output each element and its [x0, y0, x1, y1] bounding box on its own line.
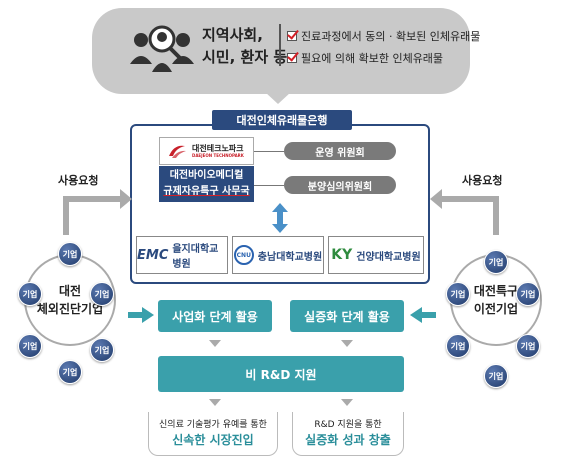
down-arrow-icon	[265, 92, 291, 104]
right-input-arrow-icon	[410, 307, 436, 323]
connector-line	[254, 151, 284, 152]
regulation-office-box: 대전바이오메디컬 규제자유특구 사무국	[159, 166, 254, 202]
down-arrow-icon	[209, 340, 221, 347]
technopark-logo-box: 대전테크노파크 DAEJEON TECHNOPARK	[159, 137, 254, 165]
result-demonstration-outcome: R&D 지원을 통한 실증화 성과 창출	[292, 412, 404, 456]
technopark-en: DAEJEON TECHNOPARK	[192, 153, 244, 158]
technopark-logo-icon	[169, 145, 186, 158]
company-node: 기업	[516, 334, 540, 358]
result-main: 신속한 시장진입	[172, 433, 254, 447]
double-arrow-icon	[272, 203, 288, 233]
office-line1: 대전바이오메디컬	[169, 170, 244, 181]
community-label-line2: 시민, 환자 등	[202, 48, 288, 66]
community-banner	[92, 8, 470, 94]
right-request-arrow-icon	[430, 189, 499, 235]
left-input-arrow-icon	[128, 307, 154, 323]
company-node: 기업	[446, 334, 470, 358]
technopark-name: 대전테크노파크	[192, 144, 244, 153]
eulji-logo-icon: EMC	[137, 247, 169, 263]
commercialization-stage: 사업화 단계 활용	[158, 300, 272, 332]
hospital-name: 건양대학교병원	[356, 251, 421, 263]
down-arrow-icon	[209, 399, 221, 406]
left-group-line2: 체외진단기업	[36, 302, 104, 316]
right-group-line1: 대전특구	[473, 284, 519, 298]
result-sub: 신의료 기술평가 유예를 통한	[159, 420, 267, 430]
demonstration-stage: 실증화 단계 활용	[290, 300, 404, 332]
company-node: 기업	[446, 282, 470, 306]
konyang-logo-icon: KY	[331, 247, 353, 263]
right-group-line2: 이전기업	[473, 302, 519, 316]
right-group-label: 대전특구 이전기업	[442, 246, 550, 354]
hospital-konyang: KY 건양대학교병원	[328, 236, 424, 274]
community-label-line1: 지역사회,	[202, 26, 263, 44]
biobank-title: 대전인체유래물은행	[212, 110, 352, 130]
left-request-arrow-icon	[63, 189, 132, 235]
company-node: 기업	[90, 282, 114, 306]
office-line2: 규제자유특구 사무국	[163, 186, 250, 197]
hospital-cnu: CNU 충남대학교병원	[232, 236, 324, 274]
company-node: 기업	[90, 338, 114, 362]
community-item: 필요에 의해 확보한 인체유래물	[287, 50, 443, 66]
company-node: 기업	[58, 242, 82, 266]
down-arrow-icon	[341, 340, 353, 347]
operating-committee: 운영 위원회	[284, 142, 396, 160]
community-item-text: 진료과정에서 동의 · 확보된 인체유래물	[301, 30, 481, 43]
company-node: 기업	[18, 334, 42, 358]
distribution-committee: 분양심의위원회	[284, 176, 396, 194]
checkbox-icon	[287, 31, 297, 41]
result-sub: R&D 지원을 통한	[314, 420, 382, 430]
right-request-label: 사용요청	[462, 174, 503, 187]
company-node: 기업	[58, 360, 82, 384]
down-arrow-icon	[341, 399, 353, 406]
result-main: 실증화 성과 창출	[305, 433, 391, 447]
company-node: 기업	[484, 250, 508, 274]
community-item-text: 필요에 의해 확보한 인체유래물	[301, 52, 444, 65]
community-item: 진료과정에서 동의 · 확보된 인체유래물	[287, 28, 480, 44]
left-request-label: 사용요청	[58, 174, 99, 187]
divider	[279, 24, 281, 66]
company-node: 기업	[18, 282, 42, 306]
cnu-logo-icon: CNU	[233, 245, 254, 265]
community-label: 지역사회, 시민, 환자 등	[202, 24, 292, 68]
left-group-label: 대전 체외진단기업	[16, 246, 124, 354]
checkbox-icon	[287, 53, 297, 63]
hospital-name: 을지대학교병원	[172, 244, 219, 270]
company-node: 기업	[516, 282, 540, 306]
left-group-line1: 대전	[58, 284, 82, 298]
hospital-name: 충남대학교병원	[257, 251, 323, 263]
connector-line	[254, 185, 284, 186]
people-search-icon	[130, 25, 194, 72]
hospital-eulji: EMC 을지대학교병원	[136, 236, 228, 274]
company-node: 기업	[484, 364, 508, 388]
non-rnd-support: 비 R&D 지원	[158, 356, 404, 392]
result-fast-market-entry: 신의료 기술평가 유예를 통한 신속한 시장진입	[148, 412, 278, 456]
